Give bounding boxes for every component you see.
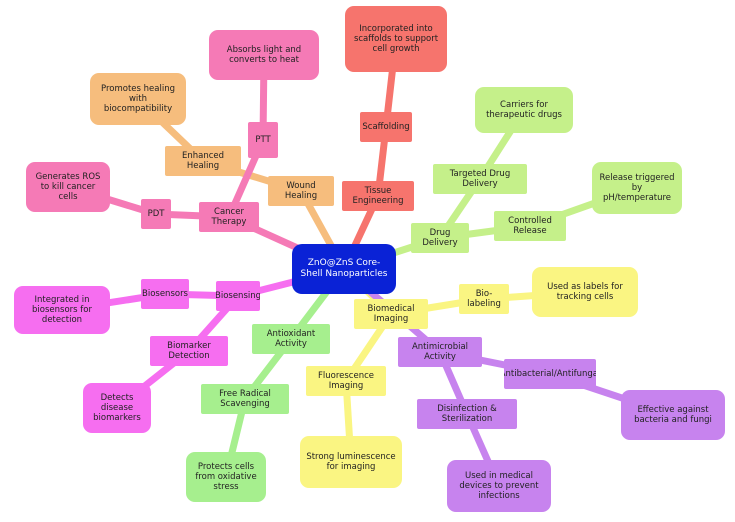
- biosensing-node[interactable]: Biosensing: [216, 281, 260, 311]
- free-radical-scavenging-detail-node[interactable]: Protects cells from oxidative stress: [186, 452, 266, 502]
- scaffolding-detail-node[interactable]: Incorporated into scaffolds to support c…: [345, 6, 447, 72]
- biomedical-imaging-node[interactable]: Biomedical Imaging: [354, 299, 428, 329]
- ptt-detail-node[interactable]: Absorbs light and converts to heat: [209, 30, 319, 80]
- fluorescence-imaging-detail-node[interactable]: Strong luminescence for imaging: [300, 436, 402, 488]
- controlled-release-detail-node[interactable]: Release triggered by pH/temperature: [592, 162, 682, 214]
- pdt-node[interactable]: PDT: [141, 199, 171, 229]
- enhanced-healing-detail-node[interactable]: Promotes healing with biocompatibility: [90, 73, 186, 125]
- cancer-therapy-node[interactable]: Cancer Therapy: [199, 202, 259, 232]
- targeted-drug-delivery-node[interactable]: Targeted Drug Delivery: [433, 164, 527, 194]
- fluorescence-imaging-node[interactable]: Fluorescence Imaging: [306, 366, 386, 396]
- antioxidant-activity-node[interactable]: Antioxidant Activity: [252, 324, 330, 354]
- wound-healing-node[interactable]: Wound Healing: [268, 176, 334, 206]
- antibacterial-antifungal-detail-node[interactable]: Effective against bacteria and fungi: [621, 390, 725, 440]
- antimicrobial-activity-node[interactable]: Antimicrobial Activity: [398, 337, 482, 367]
- bio-labeling-node[interactable]: Bio-labeling: [459, 284, 509, 314]
- biomarker-detection-detail-node[interactable]: Detects disease biomarkers: [83, 383, 151, 433]
- enhanced-healing-node[interactable]: Enhanced Healing: [165, 146, 241, 176]
- biosensors-detail-node[interactable]: Integrated in biosensors for detection: [14, 286, 110, 334]
- root-node[interactable]: ZnO@ZnS Core-Shell Nanoparticles: [292, 244, 396, 294]
- controlled-release-node[interactable]: Controlled Release: [494, 211, 566, 241]
- free-radical-scavenging-node[interactable]: Free Radical Scavenging: [201, 384, 289, 414]
- pdt-detail-node[interactable]: Generates ROS to kill cancer cells: [26, 162, 110, 212]
- disinfection-sterilization-detail-node[interactable]: Used in medical devices to prevent infec…: [447, 460, 551, 512]
- biomarker-detection-node[interactable]: Biomarker Detection: [150, 336, 228, 366]
- targeted-drug-delivery-detail-node[interactable]: Carriers for therapeutic drugs: [475, 87, 573, 133]
- tissue-engineering-node[interactable]: Tissue Engineering: [342, 181, 414, 211]
- biosensors-node[interactable]: Biosensors: [141, 279, 189, 309]
- antibacterial-antifungal-node[interactable]: Antibacterial/Antifungal: [504, 359, 596, 389]
- scaffolding-node[interactable]: Scaffolding: [360, 112, 412, 142]
- ptt-node[interactable]: PTT: [248, 122, 278, 158]
- drug-delivery-node[interactable]: Drug Delivery: [411, 223, 469, 253]
- bio-labeling-detail-node[interactable]: Used as labels for tracking cells: [532, 267, 638, 317]
- disinfection-sterilization-node[interactable]: Disinfection & Sterilization: [417, 399, 517, 429]
